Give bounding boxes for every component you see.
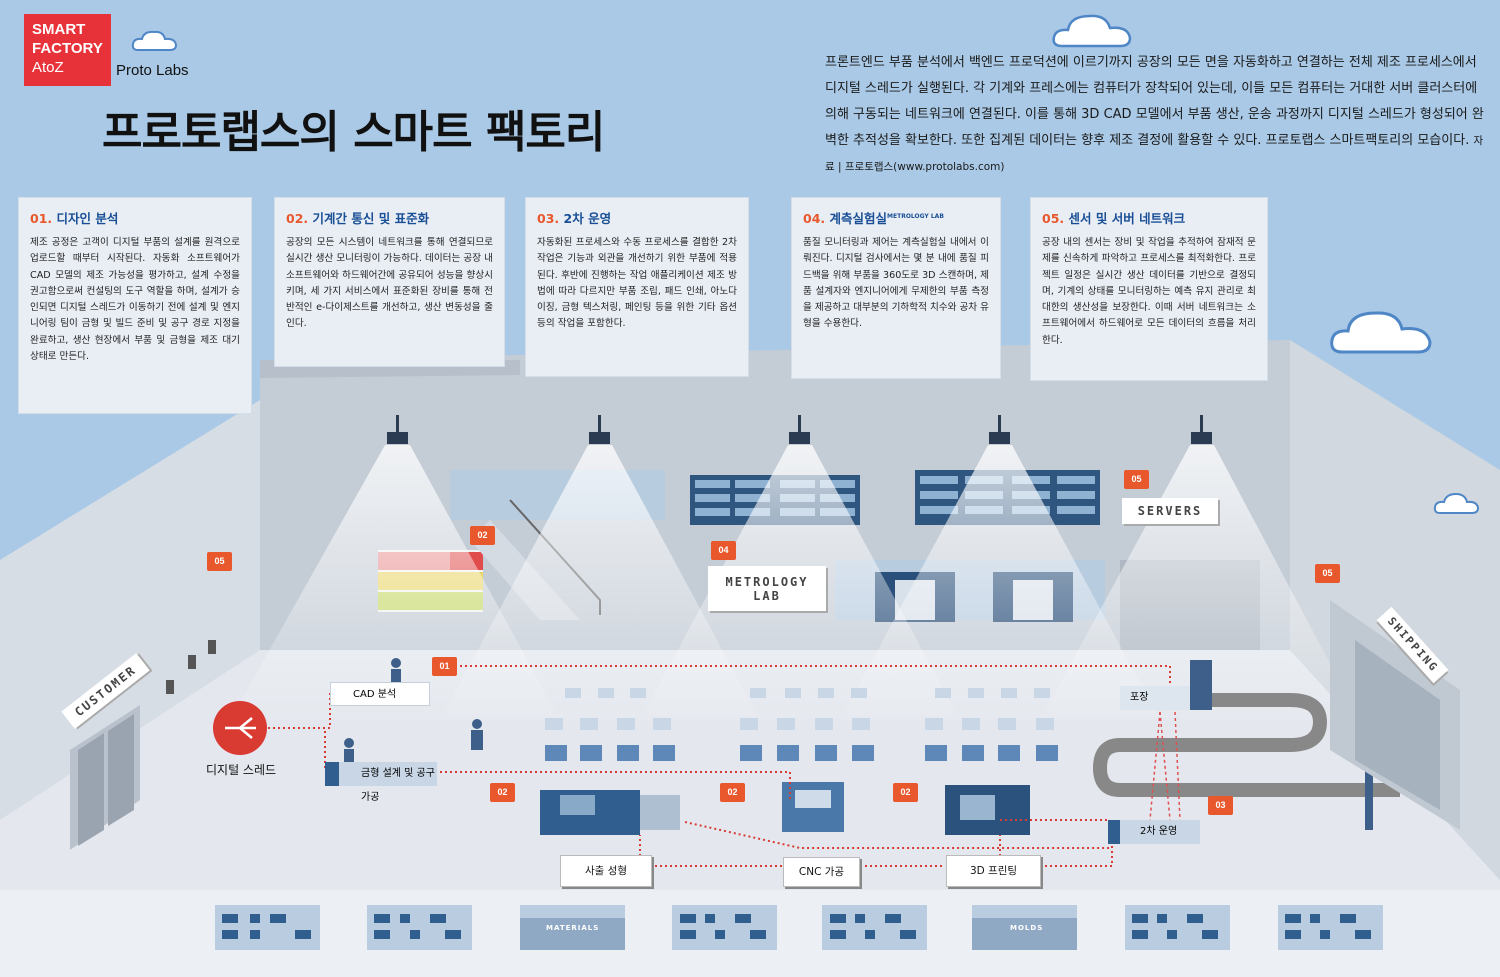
3d-printing-label: 3D 프린팅 bbox=[946, 855, 1041, 887]
servers-sign: SERVERS bbox=[1122, 498, 1218, 524]
brand-name: Proto Labs bbox=[116, 62, 189, 79]
card-heading: 01. 디자인 분석 bbox=[30, 208, 240, 227]
injection-molding-label: 사출 성형 bbox=[560, 855, 652, 887]
card-text: 공장의 모든 시스템이 네트워크를 통해 연결되므로 실시간 생산 모니터링이 … bbox=[286, 237, 493, 330]
card-machine-communication: 02. 기계간 통신 및 표준화 공장의 모든 시스템이 네트워크를 통해 연결… bbox=[275, 198, 504, 366]
badge-02-board: 02 bbox=[470, 526, 495, 545]
cloud-icon bbox=[1433, 492, 1480, 514]
logo-line3: AtoZ bbox=[32, 59, 64, 76]
card-heading: 05. 센서 및 서버 네트워크 bbox=[1042, 208, 1256, 227]
card-metrology-lab: 04. 계측실험실METROLOGY LAB 품질 모니터링과 제어는 계측실험… bbox=[792, 198, 1000, 378]
cad-analysis-label: CAD 분석 bbox=[330, 682, 430, 706]
packing-label: 포장 bbox=[1120, 686, 1190, 710]
card-text: 공장 내의 센서는 장비 및 작업을 추적하여 잠재적 문제를 신속하게 파악하… bbox=[1042, 237, 1256, 346]
card-heading: 03. 2차 운영 bbox=[537, 208, 737, 227]
card-heading: 04. 계측실험실METROLOGY LAB bbox=[803, 208, 989, 227]
card-heading: 02. 기계간 통신 및 표준화 bbox=[286, 208, 493, 227]
badge-05-right: 05 bbox=[1315, 564, 1340, 583]
card-text: 자동화된 프로세스와 수동 프로세스를 결합한 2차 작업은 기능과 외관을 개… bbox=[537, 237, 737, 330]
card-number: 05. bbox=[1042, 211, 1065, 226]
badge-02-printing: 02 bbox=[893, 783, 918, 802]
secondary-ops-label: 2차 운영 bbox=[1108, 820, 1200, 844]
card-number: 04. bbox=[803, 211, 826, 226]
badge-02-cnc: 02 bbox=[720, 783, 745, 802]
card-design-analysis: 01. 디자인 분석 제조 공정은 고객이 디지털 부품의 설계를 원격으로 업… bbox=[19, 198, 251, 413]
cloud-icon bbox=[131, 30, 178, 51]
cloud-icon bbox=[1052, 14, 1132, 48]
badge-03-secondary: 03 bbox=[1208, 796, 1233, 815]
card-number: 03. bbox=[537, 211, 560, 226]
page-title: 프로토랩스의 스마트 팩토리 bbox=[102, 107, 605, 158]
card-title: 디자인 분석 bbox=[56, 211, 119, 226]
intro-paragraph: 프론트엔드 부품 분석에서 백엔드 프로덕션에 이르기까지 공장의 모든 면을 … bbox=[825, 50, 1485, 180]
card-text: 제조 공정은 고객이 디지털 부품의 설계를 원격으로 업로드할 때부터 시작된… bbox=[30, 237, 240, 363]
card-text: 품질 모니터링과 제어는 계측실험실 내에서 이뤄진다. 디지털 검사에서는 몇… bbox=[803, 237, 989, 330]
card-number: 02. bbox=[286, 211, 309, 226]
cnc-machining-label: CNC 가공 bbox=[783, 857, 860, 887]
badge-01-cad: 01 bbox=[432, 657, 457, 676]
logo-line2: FACTORY bbox=[32, 40, 103, 57]
badge-04-metrology: 04 bbox=[711, 541, 736, 560]
card-title: 계측실험실 bbox=[829, 211, 888, 226]
card-title: 기계간 통신 및 표준화 bbox=[312, 211, 430, 226]
badge-05-left: 05 bbox=[207, 552, 232, 571]
tooling-label: 금형 설계 및 공구 가공 bbox=[325, 762, 437, 803]
logo-line1: SMART bbox=[32, 21, 86, 38]
card-title: 센서 및 서버 네트워크 bbox=[1068, 211, 1186, 226]
molds-label: MOLDS bbox=[1010, 924, 1044, 932]
card-secondary-operations: 03. 2차 운영 자동화된 프로세스와 수동 프로세스를 결합한 2차 작업은… bbox=[526, 198, 748, 376]
badge-02-injection: 02 bbox=[490, 783, 515, 802]
badge-05-servers: 05 bbox=[1124, 470, 1149, 489]
card-title: 2차 운영 bbox=[563, 211, 612, 226]
card-sensor-network: 05. 센서 및 서버 네트워크 공장 내의 센서는 장비 및 작업을 추적하여… bbox=[1031, 198, 1267, 380]
intro-source: 자료 | 프로토랩스(www.protolabs.com) bbox=[825, 135, 1484, 173]
materials-label: MATERIALS bbox=[546, 924, 600, 932]
card-number: 01. bbox=[30, 211, 53, 226]
metrology-lab-sign: METROLOGY LAB bbox=[708, 566, 826, 611]
cloud-icon bbox=[1330, 311, 1432, 354]
card-title-sup: METROLOGY LAB bbox=[887, 212, 944, 220]
intro-text: 프론트엔드 부품 분석에서 백엔드 프로덕션에 이르기까지 공장의 모든 면을 … bbox=[825, 55, 1484, 148]
digital-thread-label: 디지털 스레드 bbox=[206, 763, 277, 777]
smart-factory-logo: SMART FACTORY AtoZ bbox=[24, 14, 111, 86]
